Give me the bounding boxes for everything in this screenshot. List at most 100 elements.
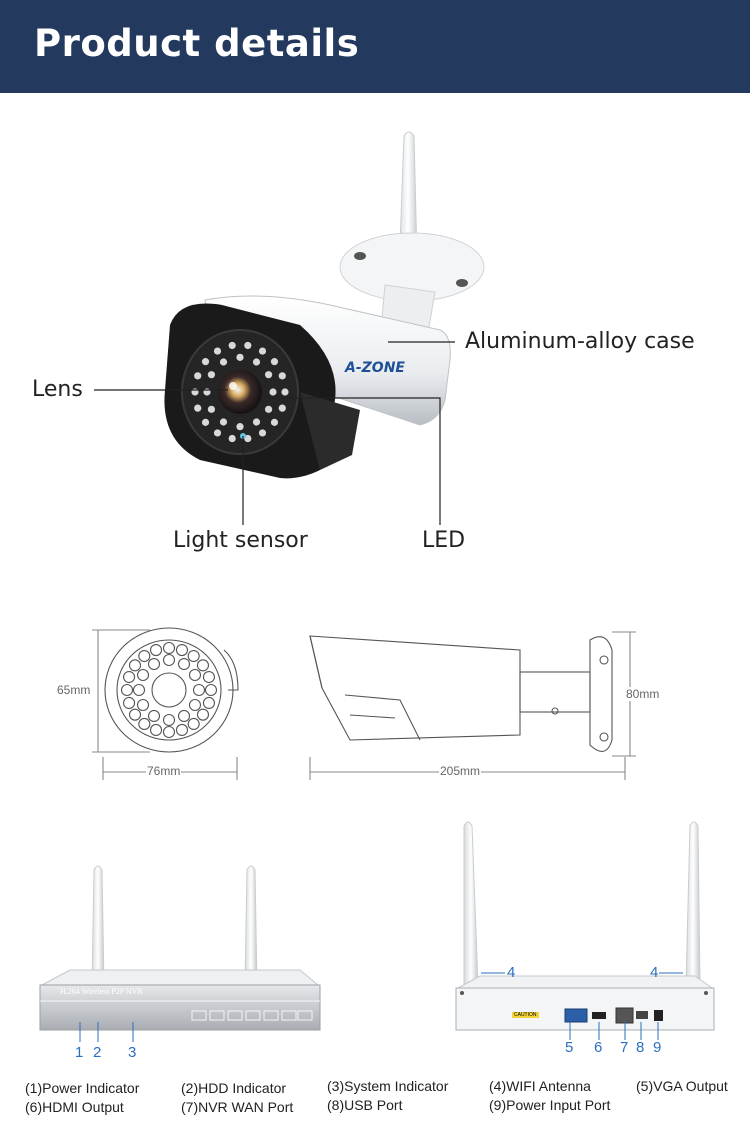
- led-dot: [281, 388, 289, 396]
- led-dot: [252, 418, 261, 426]
- led-dot: [207, 405, 216, 413]
- legend-item: (2)HDD Indicator: [181, 1080, 287, 1096]
- light-sensor-label: Light sensor: [173, 528, 308, 553]
- legend-item: (9)Power Input Port: [489, 1097, 611, 1113]
- led-outline: [162, 641, 176, 655]
- led-outline: [138, 649, 151, 663]
- led-dot: [258, 347, 267, 355]
- lens-label: Lens: [32, 377, 83, 402]
- legend-column: (1)Power Indicator (6)HDMI Output: [25, 1079, 139, 1117]
- led-dot: [264, 371, 273, 379]
- callout-number: 8: [636, 1039, 645, 1056]
- led-outline: [147, 657, 161, 671]
- led-dot: [264, 405, 273, 413]
- led-outline: [202, 696, 215, 710]
- legend-item: (3)System Indicator: [327, 1078, 449, 1094]
- legend-column: (4)WIFI Antenna (9)Power Input Port: [489, 1077, 610, 1115]
- dimension-side-height: 80mm: [625, 687, 661, 701]
- dimension-front-width: 76mm: [146, 764, 182, 778]
- led-dot: [213, 429, 222, 437]
- callout-number: 3: [128, 1044, 137, 1061]
- led-outline: [149, 644, 163, 657]
- legend-item: (1)Power Indicator: [25, 1080, 140, 1096]
- led-dot: [228, 434, 236, 443]
- led-outline: [177, 657, 191, 671]
- led-outline: [187, 649, 200, 663]
- legend-column: (5)VGA Output: [636, 1077, 728, 1096]
- nvr-model-label: H.264 Wireless P2P NVR: [60, 987, 143, 996]
- led-outline: [138, 717, 151, 731]
- led-dot: [258, 429, 267, 437]
- led-outline: [204, 683, 218, 697]
- nvr-back-photo: [455, 821, 715, 1040]
- led-dot: [194, 404, 202, 412]
- led-dot: [244, 434, 252, 443]
- led-outline: [123, 696, 136, 710]
- led-dot: [236, 353, 244, 361]
- led-dot: [278, 372, 286, 380]
- led-outline: [162, 725, 176, 739]
- nvr-front-photo: [39, 865, 321, 1042]
- led-outline: [196, 659, 210, 672]
- led-outline: [175, 723, 189, 736]
- led-dot: [201, 418, 210, 426]
- led-outline: [128, 708, 142, 721]
- legend-item: (8)USB Port: [327, 1097, 403, 1113]
- callout-number: 2: [93, 1044, 102, 1061]
- legend-column: (2)HDD Indicator (7)NVR WAN Port: [181, 1079, 293, 1117]
- led-outline: [162, 713, 176, 727]
- led-dot: [219, 358, 228, 366]
- legend-item: (4)WIFI Antenna: [489, 1078, 591, 1094]
- led-dot: [194, 372, 202, 380]
- callout-lines: [94, 341, 455, 525]
- callout-number: 4: [507, 964, 516, 981]
- front-view-drawing: [92, 627, 239, 780]
- led-dot: [213, 347, 222, 355]
- callout-number: 4: [650, 964, 659, 981]
- led-dot: [219, 418, 228, 426]
- callout-number: 1: [75, 1044, 84, 1061]
- led-dot: [270, 418, 279, 426]
- caution-label: CAUTION: [512, 1012, 539, 1018]
- led-outline: [136, 698, 150, 712]
- callout-number: 9: [653, 1039, 662, 1056]
- led-dot: [269, 388, 277, 396]
- led-outline: [147, 709, 161, 723]
- camera-photo: [164, 131, 485, 479]
- dimension-side-length: 205mm: [439, 764, 482, 778]
- led-dot: [244, 341, 252, 350]
- led-outline: [136, 668, 150, 682]
- led-outline: [177, 709, 191, 723]
- led-outline: [196, 708, 210, 721]
- led-outline: [162, 653, 176, 667]
- led-dot: [278, 404, 286, 412]
- led-outline: [187, 717, 200, 731]
- led-dot: [228, 341, 236, 350]
- callout-number: 7: [620, 1039, 629, 1056]
- led-outline: [192, 683, 206, 697]
- page-title: Product details: [34, 22, 360, 65]
- callout-number: 6: [594, 1039, 603, 1056]
- led-outline: [188, 668, 202, 682]
- dimension-front-height: 65mm: [56, 683, 92, 697]
- led-outline: [188, 698, 202, 712]
- case-label: Aluminum-alloy case: [465, 329, 695, 354]
- led-outline: [128, 659, 142, 672]
- led-dot: [207, 371, 216, 379]
- side-view-drawing: [309, 631, 636, 780]
- legend-item: (6)HDMI Output: [25, 1099, 124, 1115]
- led-outline: [149, 723, 163, 736]
- brand-logo: A-ZONE: [345, 360, 405, 376]
- led-label: LED: [422, 528, 466, 553]
- led-dot: [270, 358, 279, 366]
- led-outline: [123, 670, 136, 684]
- legend-item: (5)VGA Output: [636, 1078, 728, 1094]
- led-outline: [132, 683, 146, 697]
- led-outline: [175, 644, 189, 657]
- legend-column: (3)System Indicator (8)USB Port: [327, 1077, 448, 1115]
- callout-number: 5: [565, 1039, 574, 1056]
- led-dot: [236, 423, 244, 431]
- led-dot: [201, 358, 210, 366]
- led-dot: [252, 358, 261, 366]
